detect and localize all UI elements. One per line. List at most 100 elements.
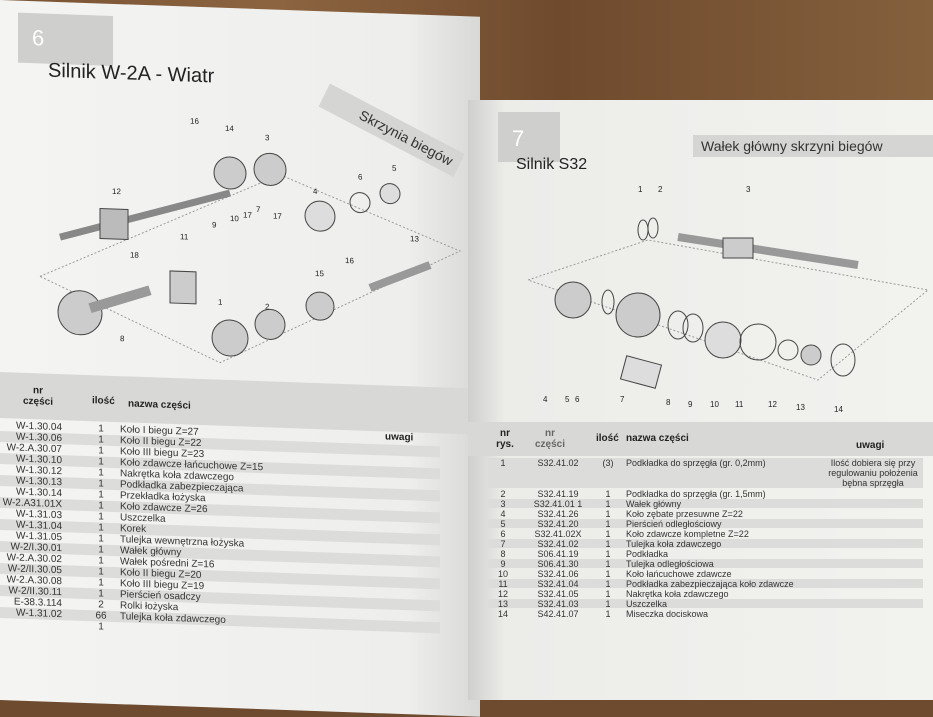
part-number: S32.41.19: [537, 489, 579, 499]
part-number: S32.41.05: [537, 589, 579, 599]
header-nr-czesci: nr części: [22, 385, 54, 408]
diagram-label-16: 16: [190, 117, 199, 126]
page-number-box-right: 7: [498, 112, 560, 162]
quantity: 1: [605, 539, 611, 549]
diagram-label-9: 9: [212, 220, 217, 229]
quantity: (3): [602, 458, 614, 468]
quantity: 1: [98, 544, 104, 556]
diagram-label-r6: 6: [575, 395, 580, 404]
header-ilosc-right: ilość: [596, 433, 619, 444]
drawing-number: 10: [497, 569, 508, 579]
quantity: 1: [605, 519, 611, 529]
diagram-label-r3: 3: [746, 185, 751, 194]
diagram-label-7: 7: [256, 205, 261, 214]
section-band-right: Wałek główny skrzyni biegów: [693, 135, 933, 157]
header-nr-rys: nr rys.: [496, 428, 514, 450]
diagram-label-17b: 17: [273, 212, 282, 221]
part-name: Koło łańcuchowe zdawcze: [626, 569, 732, 579]
diagram-label-8: 8: [120, 334, 125, 343]
part-number: S32.41.02X: [534, 529, 582, 539]
part-number: S32.41.20: [537, 519, 579, 529]
drawing-number: 4: [500, 509, 506, 519]
quantity: 1: [98, 489, 104, 501]
quantity: 1: [98, 588, 104, 600]
right-page: 7 Silnik S32 Wałek główny skrzyni biegów…: [468, 100, 933, 700]
left-page: 6 Silnik W-2A - Wiatr Skrzynia biegów 16…: [0, 0, 480, 717]
diagram-label-r5: 5: [565, 395, 570, 404]
quantity: 1: [605, 599, 611, 609]
part-number: S32.41.03: [537, 599, 579, 609]
drawing-number: 1: [500, 458, 506, 468]
diagram-label-2: 2: [265, 302, 270, 311]
drawing-number: 12: [497, 589, 508, 599]
quantity: 1: [98, 522, 104, 534]
drawing-number: 3: [500, 499, 506, 509]
quantity: 1: [98, 467, 104, 479]
diagram-label-r8: 8: [666, 398, 671, 407]
quantity: 1: [605, 549, 611, 559]
main-shaft-exploded-diagram: 1 2 3 4 5 6 7 8 9 10 11 12 13 14: [528, 185, 928, 414]
diagram-label-16b: 16: [345, 256, 354, 265]
quantity: 1: [605, 529, 611, 539]
page-number-right: 7: [512, 126, 525, 151]
diagram-label-17a: 17: [243, 210, 252, 219]
quantity: 1: [605, 559, 611, 569]
drawing-number: 8: [500, 549, 506, 559]
quantity: 66: [95, 610, 107, 622]
diagram-label-r13: 13: [796, 403, 805, 412]
table-row: 5 S32.41.20 1 Pierścień odległościowy: [488, 519, 923, 529]
drawing-number: 11: [498, 579, 508, 589]
drawing-number: 2: [500, 489, 506, 499]
quantity: 1: [605, 509, 611, 519]
header-uwagi-right: uwagi: [856, 440, 885, 451]
part-name: Wałek główny: [626, 499, 682, 509]
page-number-box: 6: [18, 12, 113, 66]
table-row: 4 S32.41.26 1 Koło zębate przesuwne Z=22: [488, 509, 923, 519]
part-number: S06.41.30: [537, 559, 579, 569]
diagram-label-3: 3: [265, 133, 270, 142]
section-title-right: Wałek główny skrzyni biegów: [701, 138, 883, 154]
diagram-label-10: 10: [230, 214, 239, 223]
header-nr-czesci-right: nr części: [534, 428, 566, 450]
quantity: 1: [605, 579, 611, 589]
quantity: 1: [605, 589, 611, 599]
part-number: S32.41.02: [537, 539, 579, 549]
remarks: Ilość dobiera się przy regulowaniu położ…: [828, 458, 918, 488]
diagram-label-r10: 10: [710, 400, 719, 409]
part-name: Koło zębate przesuwne Z=22: [626, 509, 743, 519]
diagram-label-11: 11: [180, 232, 189, 241]
part-number: S32.41.04: [537, 579, 579, 589]
diagram-label-12: 12: [112, 187, 121, 196]
diagram-label-14: 14: [225, 124, 234, 133]
part-number: S32.41.02: [537, 458, 579, 468]
quantity: 1: [98, 621, 104, 633]
diagram-label-r9: 9: [688, 400, 693, 409]
diagram-label-13: 13: [410, 234, 419, 243]
drawing-number: 5: [500, 519, 506, 529]
header-nazwa: nazwa części: [128, 398, 191, 412]
quantity: 1: [98, 555, 104, 567]
quantity: 1: [98, 434, 104, 446]
page-title-right: Silnik S32: [516, 156, 588, 173]
diagram-label-r11: 11: [735, 400, 744, 409]
quantity: 1: [98, 445, 104, 457]
diagram-label-r2: 2: [658, 185, 663, 194]
table-row: 11 S32.41.04 1 Podkładka zabezpieczająca ko…: [488, 579, 923, 589]
part-name: Pierścień odległościowy: [626, 519, 722, 529]
diagram-label-15: 15: [315, 269, 324, 278]
part-name: Koło zdawcze kompletne Z=22: [626, 529, 749, 539]
part-name: Podkładka zabezpieczająca koło zdawcze: [626, 579, 794, 589]
gearbox-exploded-diagram: 16 14 3 12 6 5 4 9 10 17 7 11 17 13 18 1…: [38, 117, 462, 364]
page-number: 6: [32, 25, 45, 51]
part-number: S32.41.26: [537, 509, 579, 519]
quantity: 1: [605, 569, 611, 579]
quantity: 1: [605, 609, 611, 619]
page-title: Silnik W-2A - Wiatr: [48, 59, 215, 88]
header-nazwa-right: nazwa części: [626, 433, 689, 444]
